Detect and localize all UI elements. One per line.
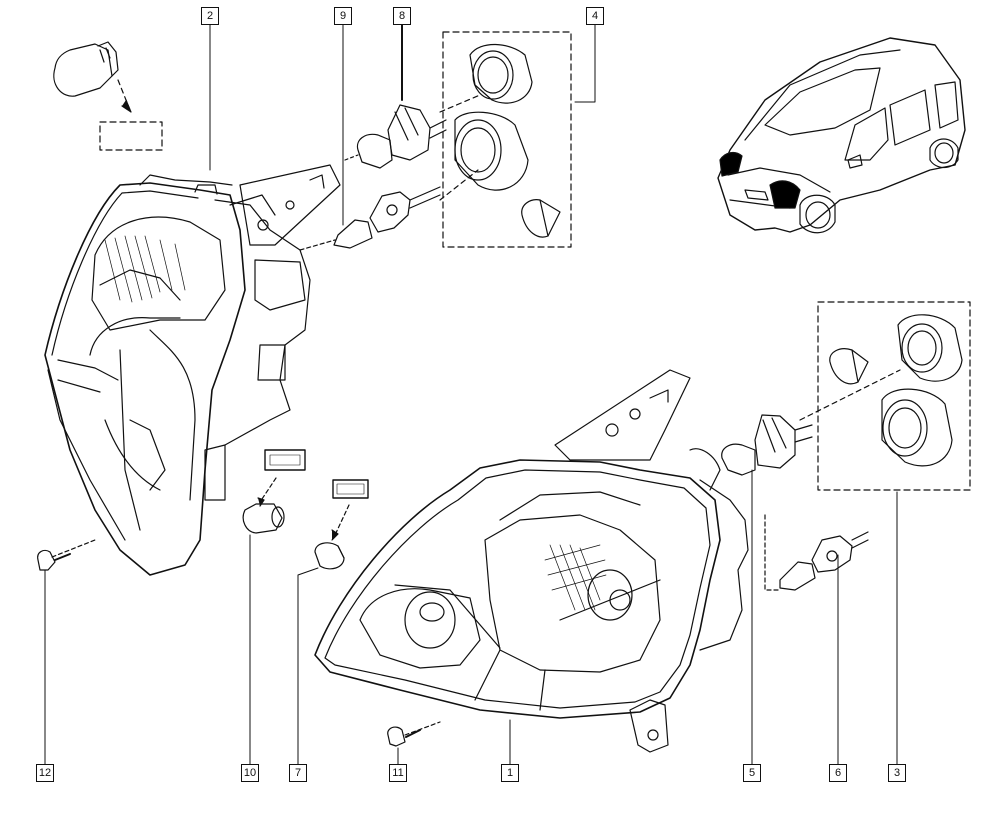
callout-5: 5 [743,764,761,782]
bulb-h1-icon [299,186,441,251]
kit-box-3 [817,301,971,491]
callout-11: 11 [389,764,407,782]
kit-4-caps [454,43,561,238]
callout-9: 9 [334,7,352,25]
bulb-6-icon [764,514,869,591]
leader-lines [44,24,898,766]
kit-box-4 [442,31,572,248]
callout-8: 8 [393,7,411,25]
bulb-7-icon [314,479,369,570]
bulb-h7-icon [344,94,481,201]
callout-4: 4 [586,7,604,25]
callout-12: 12 [36,764,54,782]
car-location-icon [717,37,966,234]
callout-10: 10 [241,764,259,782]
bulb-5-icon [721,369,901,476]
bulb-10-icon [242,449,306,534]
bulb-small-icon [53,41,163,151]
left-headlight-unit [37,164,341,576]
callout-1: 1 [501,764,519,782]
callout-7: 7 [289,764,307,782]
right-headlight-unit [314,369,749,753]
kit-3-caps [829,314,963,467]
callout-6: 6 [829,764,847,782]
callout-3: 3 [888,764,906,782]
callout-2: 2 [201,7,219,25]
